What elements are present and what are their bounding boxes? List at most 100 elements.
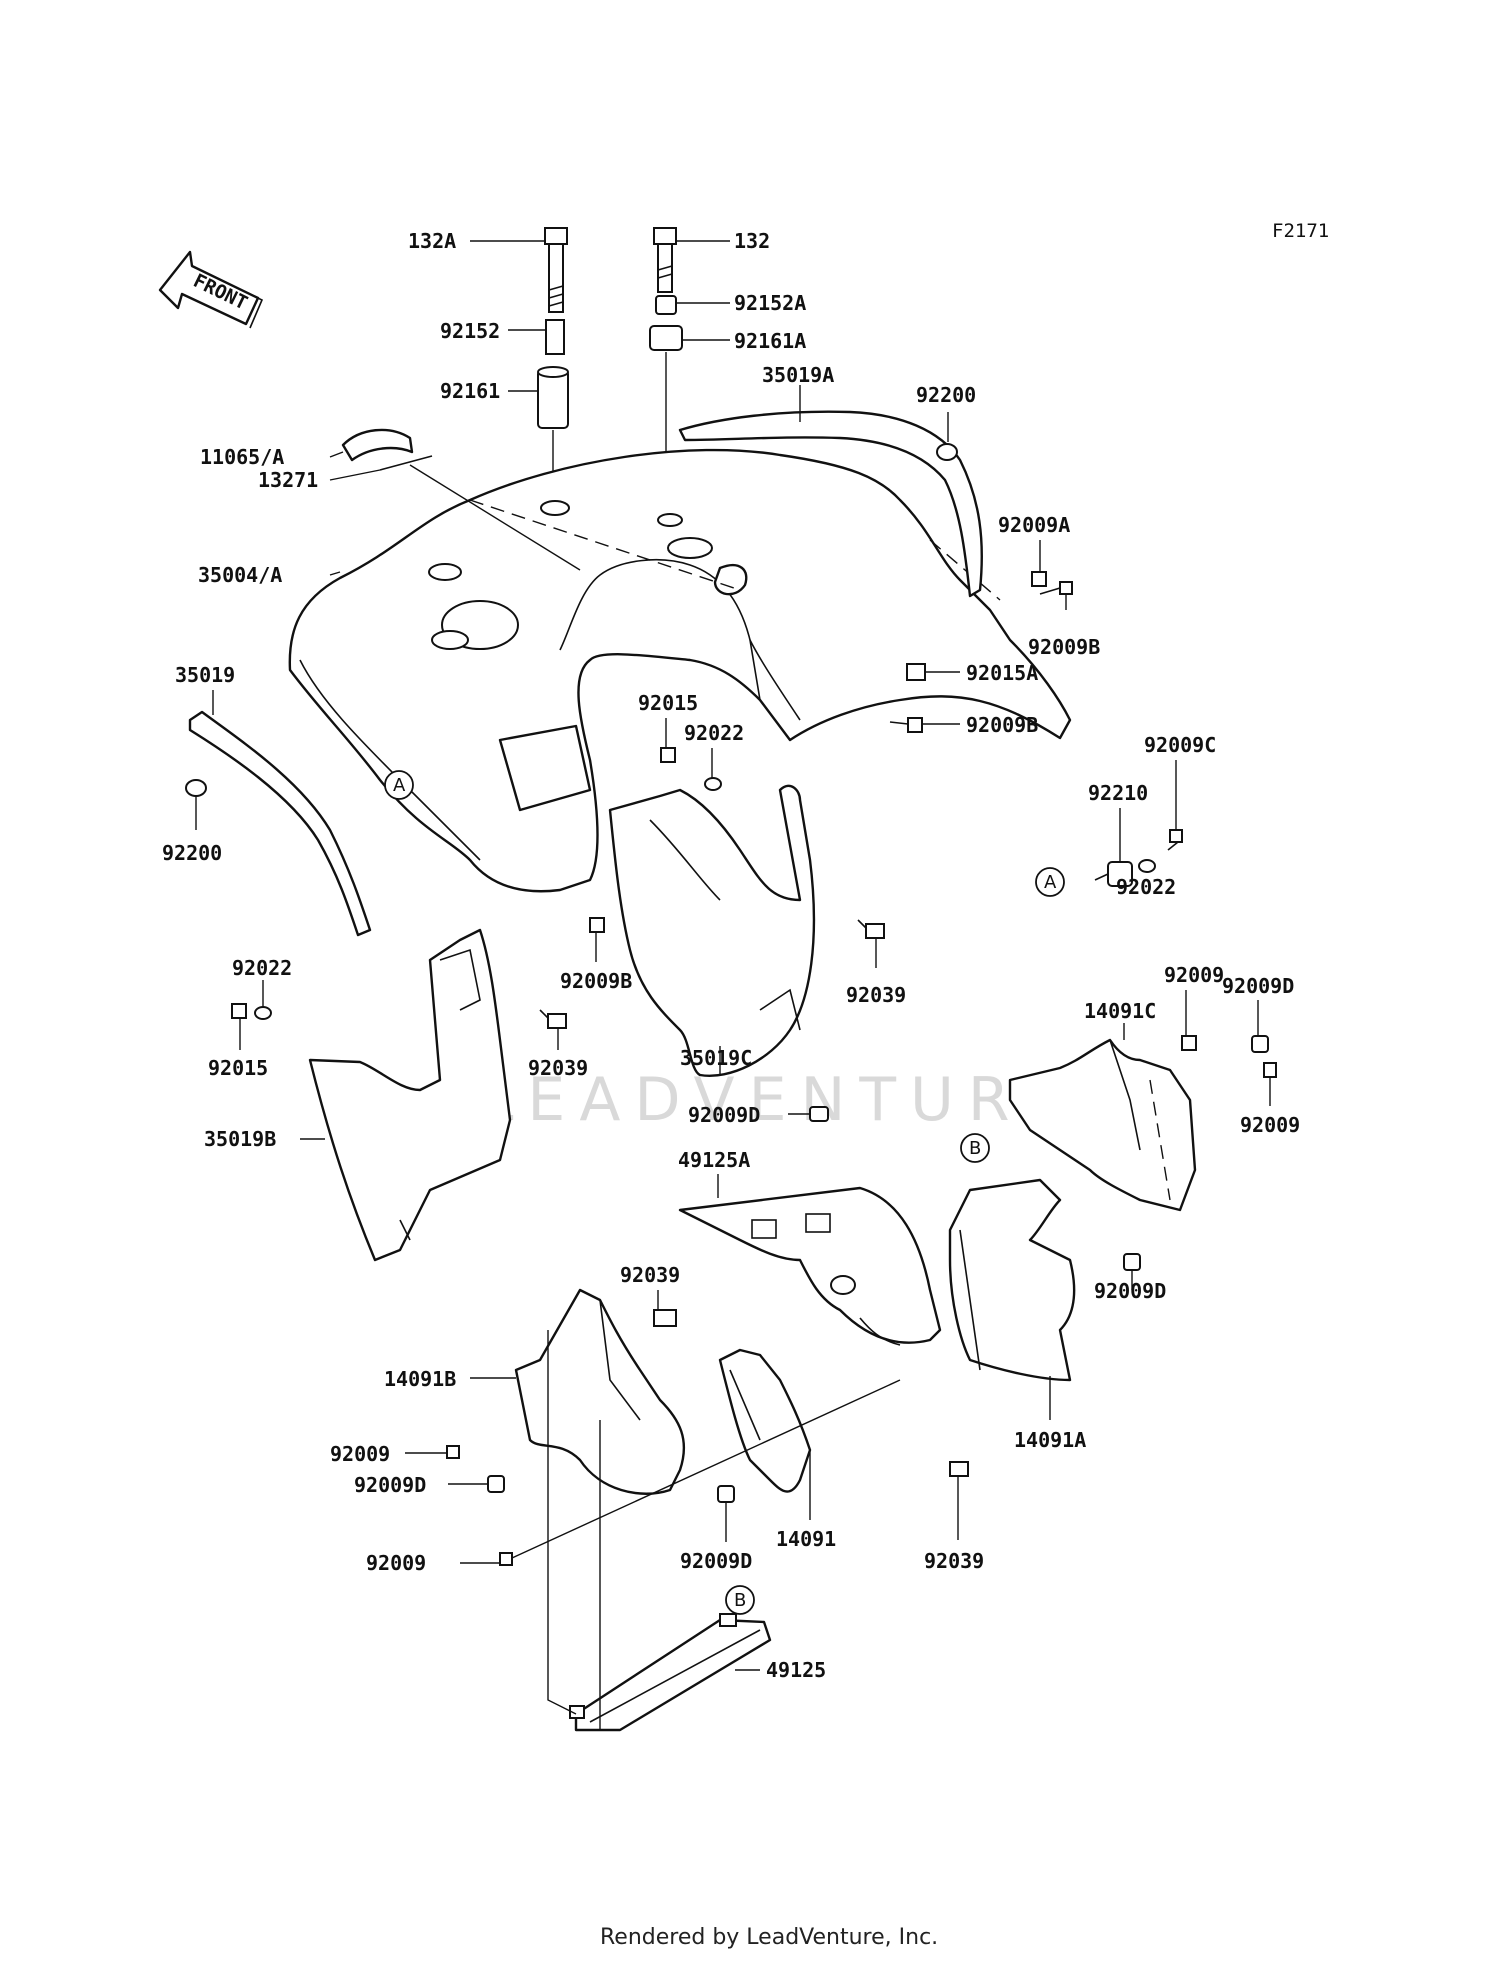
collar-92161A-icon xyxy=(649,325,683,351)
bolt-92009-upper-icon xyxy=(1181,1035,1197,1051)
svg-text:A: A xyxy=(393,775,406,796)
svg-text:A: A xyxy=(1044,872,1057,893)
label-92015-left: 92015 xyxy=(208,1056,268,1080)
footer-credit: Rendered by LeadVenture, Inc. xyxy=(600,1925,938,1950)
svg-text:B: B xyxy=(969,1138,981,1159)
diagram-code: F2171 xyxy=(1272,220,1329,242)
bolt-92009D-top-icon xyxy=(809,1106,829,1122)
label-92009B-lower: 92009B xyxy=(560,969,632,993)
label-92039-center: 92039 xyxy=(846,983,906,1007)
trim-35019A-part xyxy=(678,410,983,598)
washer-92200-left-icon xyxy=(185,779,207,797)
label-13271: 13271 xyxy=(258,468,318,492)
label-92009-left: 92009 xyxy=(330,1442,390,1466)
label-92009-right: 92009 xyxy=(1240,1113,1300,1137)
bolt-92009A-icon xyxy=(1031,571,1047,587)
cover-14091-part xyxy=(718,1348,812,1493)
label-14091A: 14091A xyxy=(1014,1428,1086,1452)
bolt-92009D-right-icon xyxy=(1251,1035,1269,1053)
bolt-92009B-lower-icon xyxy=(589,917,605,933)
label-92161: 92161 xyxy=(440,379,500,403)
svg-text:B: B xyxy=(734,1590,746,1611)
washer-92022-right-icon xyxy=(1138,859,1156,873)
label-35019B: 35019B xyxy=(204,1127,276,1151)
rivet-92039-lower-icon xyxy=(949,1461,969,1477)
marker-a-upper: A xyxy=(384,770,414,800)
label-92022-left: 92022 xyxy=(232,956,292,980)
collar-92152A-icon xyxy=(655,295,677,315)
label-92009D-center: 92009D xyxy=(688,1103,760,1127)
trim-35019-part xyxy=(188,710,372,937)
label-14091C: 14091C xyxy=(1084,999,1156,1023)
label-92022-center: 92022 xyxy=(684,721,744,745)
bolt-92009B-icon xyxy=(1039,581,1073,595)
label-49125A: 49125A xyxy=(678,1148,750,1172)
collar-92152-icon xyxy=(545,319,565,355)
bolt-92009-lower-icon xyxy=(499,1552,513,1566)
bolt-92009C-icon xyxy=(1167,829,1183,851)
fender-35004A-part xyxy=(288,448,1072,893)
part-labels: 132A 132 92152 92152A 92161 92161A 35019… xyxy=(162,229,1300,1682)
cover-14091B-part xyxy=(514,1288,686,1495)
bolt-92009B-right-icon xyxy=(889,717,923,733)
leader-lines xyxy=(195,240,1271,1730)
label-92015-center: 92015 xyxy=(638,691,698,715)
bolt-92009-right-icon xyxy=(1263,1062,1277,1078)
label-92200-left: 92200 xyxy=(162,841,222,865)
label-92152A: 92152A xyxy=(734,291,806,315)
marker-a-right: A xyxy=(1035,867,1065,897)
front-arrow-icon: FRONT xyxy=(158,250,264,329)
label-92009-top: 92009 xyxy=(1164,963,1224,987)
marker-b-lower: B xyxy=(725,1585,755,1615)
label-35019C: 35019C xyxy=(680,1046,752,1070)
plate-49125-part xyxy=(569,1613,772,1732)
label-92009A: 92009A xyxy=(998,513,1070,537)
label-14091B: 14091B xyxy=(384,1367,456,1391)
label-92009B-right: 92009B xyxy=(966,713,1038,737)
washer-92022-left-icon xyxy=(254,1006,272,1020)
rivet-92039-upper-icon xyxy=(653,1309,677,1327)
bracket-11065A-part xyxy=(341,428,433,471)
cover-49125A-part xyxy=(678,1186,942,1346)
label-14091: 14091 xyxy=(776,1527,836,1551)
cover-14091C-part xyxy=(1008,1038,1197,1212)
nut-92015-icon xyxy=(660,747,676,763)
label-92009D-mid: 92009D xyxy=(1094,1279,1166,1303)
bolt-132A-icon xyxy=(544,227,568,313)
nut-92015-left-icon xyxy=(231,1003,247,1019)
label-35019: 35019 xyxy=(175,663,235,687)
label-92039-lower: 92039 xyxy=(924,1549,984,1573)
label-92009D-left: 92009D xyxy=(354,1473,426,1497)
label-92039-left: 92039 xyxy=(528,1056,588,1080)
collar-92161-icon xyxy=(537,366,569,429)
marker-b-right: B xyxy=(960,1133,990,1163)
panel-35019B-part xyxy=(308,928,512,1262)
washer-92022-icon xyxy=(704,777,722,791)
label-92009B-top: 92009B xyxy=(1028,635,1100,659)
label-92200-top: 92200 xyxy=(916,383,976,407)
bolt-92009D-mid-icon xyxy=(1123,1253,1141,1271)
label-35004A: 35004/A xyxy=(198,563,282,587)
bolt-92009D-left-icon xyxy=(487,1475,505,1493)
label-92210: 92210 xyxy=(1088,781,1148,805)
label-92152: 92152 xyxy=(440,319,500,343)
rivet-92039-left-icon xyxy=(539,1009,567,1029)
label-92009D-lower: 92009D xyxy=(680,1549,752,1573)
bolt-132-icon xyxy=(653,227,677,293)
cover-14091A-part xyxy=(948,1178,1076,1382)
label-35019A: 35019A xyxy=(762,363,834,387)
label-49125: 49125 xyxy=(766,1658,826,1682)
label-92009D-top: 92009D xyxy=(1222,974,1294,998)
label-11065A: 11065/A xyxy=(200,445,284,469)
label-92039-upper: 92039 xyxy=(620,1263,680,1287)
washer-92200-icon xyxy=(936,443,958,461)
label-92161A: 92161A xyxy=(734,329,806,353)
bolt-92009D-lower-icon xyxy=(717,1485,735,1503)
label-132A: 132A xyxy=(408,229,456,253)
label-92009C: 92009C xyxy=(1144,733,1216,757)
watermark: LEADVENTURE xyxy=(480,1065,1076,1135)
bolt-92009-left-icon xyxy=(446,1445,460,1459)
label-132: 132 xyxy=(734,229,770,253)
label-92009-lower: 92009 xyxy=(366,1551,426,1575)
